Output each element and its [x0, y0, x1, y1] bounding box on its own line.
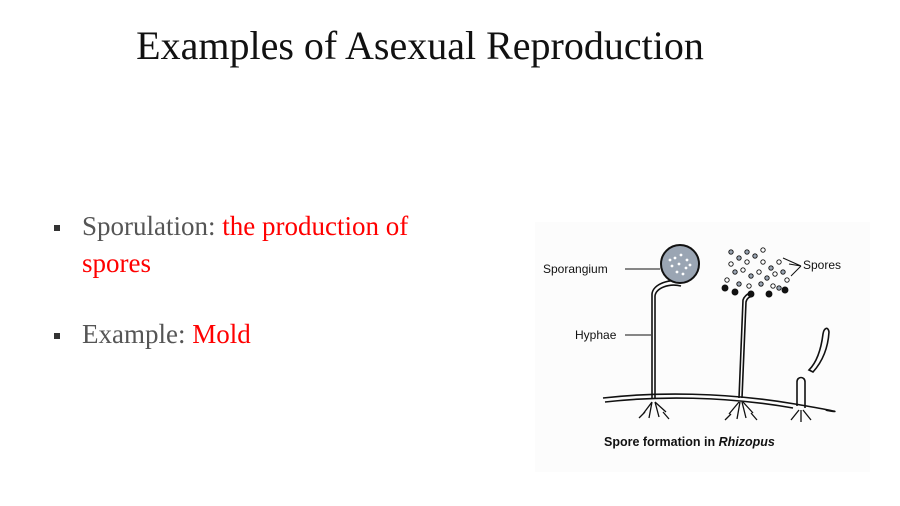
- bullet-list: Sporulation: the production of spores Ex…: [52, 208, 472, 353]
- label-leader-lines: [625, 257, 802, 336]
- bullet-term: Example:: [82, 319, 186, 349]
- square-bullet-icon: [54, 333, 60, 339]
- bullet-detail: the production of spores: [82, 211, 409, 278]
- square-bullet-icon: [54, 225, 60, 231]
- rhizoids-drawing: [638, 401, 812, 422]
- spores-label: Spores: [803, 258, 841, 272]
- rhizopus-diagram: Sporangium Spores Hyphae Spore formation…: [535, 222, 870, 472]
- slide-title: Examples of Asexual Reproduction: [136, 23, 704, 68]
- figure-caption: Spore formation in Rhizopus: [604, 435, 775, 449]
- caption-prefix: Spore formation in: [604, 435, 719, 449]
- released-spores-drawing: [721, 247, 790, 298]
- bullet-term: Sporulation:: [82, 211, 216, 241]
- bullet-detail: Mold: [192, 319, 251, 349]
- bullet-item-example: Example: Mold: [52, 316, 472, 353]
- bullet-item-sporulation: Sporulation: the production of spores: [52, 208, 472, 282]
- caption-organism: Rhizopus: [719, 435, 775, 449]
- hyphae-label: Hyphae: [575, 328, 617, 342]
- hyphae-network-drawing: [602, 279, 836, 413]
- sporangium-label: Sporangium: [543, 262, 608, 276]
- sporangium-drawing: [660, 244, 700, 284]
